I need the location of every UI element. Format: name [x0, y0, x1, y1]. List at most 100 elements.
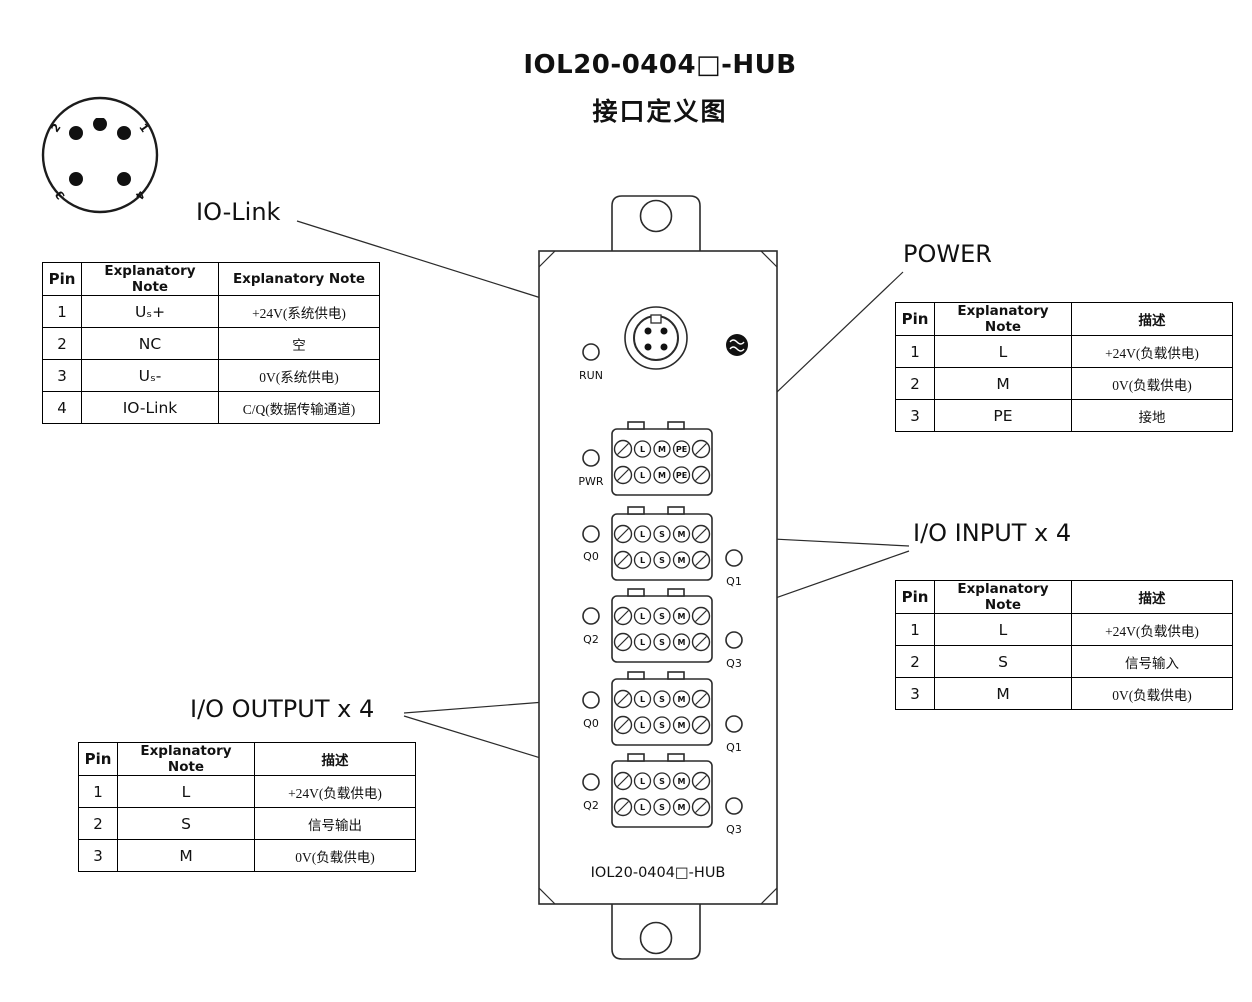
terminal-screw-slot: [617, 719, 629, 731]
table-cell: NC: [81, 327, 219, 360]
terminal-pin-label: M: [678, 777, 686, 786]
terminal-latch: [627, 671, 645, 680]
column-header: 描述: [1071, 302, 1233, 336]
terminal-pin-circle: [633, 633, 652, 651]
terminal-pin-circle: [653, 525, 671, 543]
table-cell: 2: [895, 367, 935, 400]
terminal-screw-slot: [617, 443, 629, 455]
terminal-screw-slot: [695, 554, 707, 566]
corner-mark: [538, 250, 556, 268]
output-q0-led: [582, 691, 600, 709]
input-q1-led-label: Q1: [726, 575, 742, 588]
terminal-latch: [627, 588, 645, 597]
terminal-pin-circle: [633, 466, 652, 484]
terminal-pin-circle: [653, 551, 671, 569]
output-q1-led: [725, 715, 743, 733]
terminal-pin-label: M: [678, 695, 686, 704]
terminal-pin-label: M: [678, 721, 686, 730]
input-q0-led-label: Q0: [583, 550, 599, 563]
column-header: Pin: [78, 742, 118, 776]
table-cell: +24V(负载供电): [1071, 335, 1233, 368]
column-header: Explanatory Note: [117, 742, 255, 776]
terminal-pin-circle: [633, 798, 652, 816]
column-header: Explanatory Note: [934, 302, 1072, 336]
table-cell: 1: [42, 295, 82, 328]
table-cell: 0V(负载供电): [254, 839, 416, 872]
table-cell: 0V(负载供电): [1071, 367, 1233, 400]
table-cell: M: [934, 367, 1072, 400]
socket-pin-dot: [644, 343, 652, 351]
input-q1-led: [725, 549, 743, 567]
column-header: 描述: [254, 742, 416, 776]
input-q2-led: [582, 607, 600, 625]
table-cell: L: [117, 775, 255, 808]
terminal-pin-circle: [653, 633, 671, 651]
terminal-screw-slot: [617, 636, 629, 648]
terminal-pin-circle: [672, 772, 691, 790]
terminal-pin-label: L: [640, 695, 645, 704]
table-cell: 1: [78, 775, 118, 808]
terminal-pin-circle: [653, 607, 671, 625]
table-cell: 3: [895, 677, 935, 710]
terminal-pin-label: M: [678, 638, 686, 647]
terminal-pin-label: S: [659, 638, 665, 647]
pwr-led-label: PWR: [578, 475, 604, 488]
table-cell: +24V(负载供电): [254, 775, 416, 808]
terminal-screw-slot: [695, 693, 707, 705]
terminal-screw-slot: [695, 719, 707, 731]
terminal-pin-label: L: [640, 612, 645, 621]
terminal-outline: [611, 595, 713, 663]
output-q1-led-label: Q1: [726, 741, 742, 754]
terminal-pin-circle: [672, 633, 691, 651]
terminal-pin-circle: [672, 690, 691, 708]
input-q0-led: [582, 525, 600, 543]
connector-pin-4-dot: [117, 172, 131, 186]
terminal-pin-label: S: [659, 803, 665, 812]
terminal-pin-label: L: [640, 471, 645, 480]
terminal-outline: [611, 513, 713, 581]
terminal-screw-slot: [617, 801, 629, 813]
terminal-screw-slot: [695, 636, 707, 648]
column-header: Explanatory Note: [934, 580, 1072, 614]
mounting-hole-bottom: [639, 921, 673, 955]
table-cell: M: [117, 839, 255, 872]
output-q3-led: [725, 797, 743, 815]
terminal-latch: [667, 506, 685, 515]
terminal-pin-circle: [633, 716, 652, 734]
terminal-pin-circle: [653, 440, 671, 458]
terminal-pin-label: L: [640, 777, 645, 786]
terminal-pin-circle: [672, 798, 691, 816]
output-q2-led: [582, 773, 600, 791]
terminal-latch: [627, 421, 645, 430]
terminal-screw-slot: [617, 775, 629, 787]
terminal-outline: [611, 760, 713, 828]
terminal-pin-label: M: [678, 803, 686, 812]
mounting-hole-top: [639, 199, 673, 233]
knob-wave: [729, 346, 745, 352]
terminal-latch: [667, 421, 685, 430]
connector-pin-2-dot: [69, 126, 83, 140]
socket-pin-dot: [644, 327, 652, 335]
table-cell: 3: [78, 839, 118, 872]
table-cell: +24V(负载供电): [1071, 613, 1233, 646]
terminal-pin-circle: [653, 466, 671, 484]
table-cell: 0V(负载供电): [1071, 677, 1233, 710]
knob-circle: [726, 334, 748, 356]
terminal-pin-label: M: [658, 471, 666, 480]
terminal-pin-label: S: [659, 556, 665, 565]
title-model: IOL20-0404□-HUB: [523, 50, 797, 80]
table-cell: M: [934, 677, 1072, 710]
terminal-pin-label: M: [678, 556, 686, 565]
terminal-pin-circle: [653, 772, 671, 790]
terminal-pin-label: L: [640, 803, 645, 812]
